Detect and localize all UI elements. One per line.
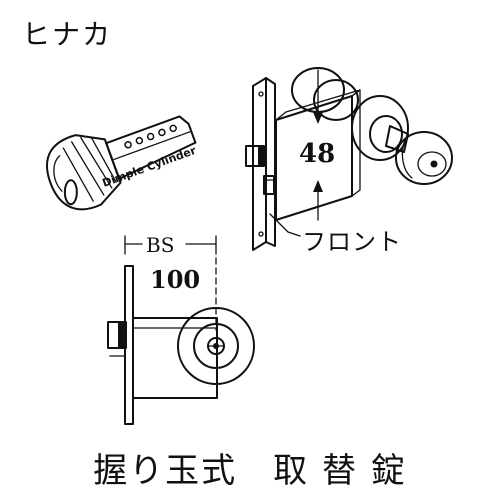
front-leader-line (269, 213, 301, 237)
mortise-lock-side-view: 48 (245, 67, 453, 251)
backset-label: BS (146, 233, 174, 257)
caption: 握り玉式 取 替 錠 (93, 451, 407, 491)
front-label: フロント (302, 228, 402, 256)
lock-front-view: BS 100 (107, 233, 255, 425)
thickness-value: 48 (299, 139, 335, 169)
dimple-key-icon (45, 115, 197, 211)
brand-label: ヒナカ (22, 18, 112, 51)
backset-value: 100 (150, 265, 200, 294)
